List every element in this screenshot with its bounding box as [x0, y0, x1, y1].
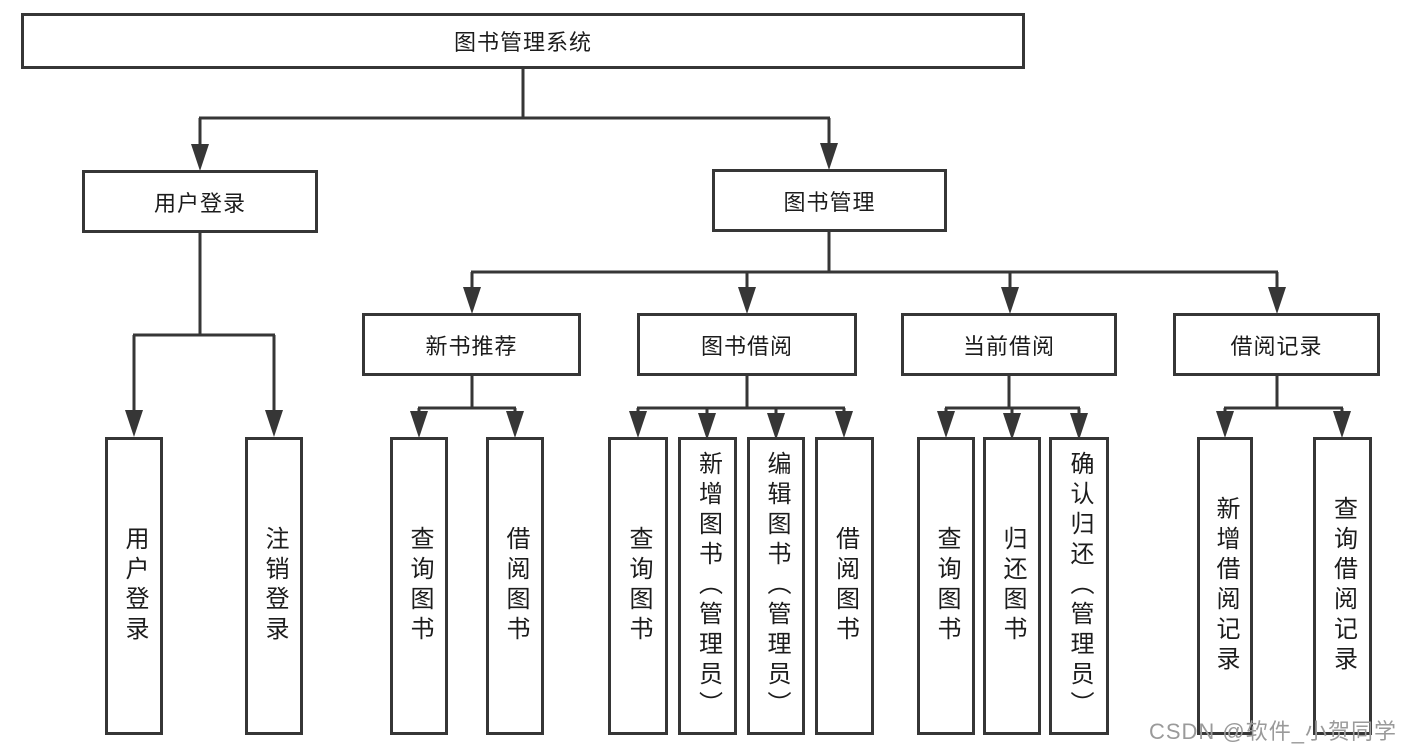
node-label: 新书推荐: [425, 333, 518, 359]
node-user-login: 用户登录: [82, 170, 318, 233]
node-label: 借阅记录: [1230, 333, 1323, 359]
node-label: 新增借阅记录: [1212, 496, 1239, 676]
node-label: 归还图书: [999, 526, 1026, 646]
leaf-current-return-books: 归还图书: [983, 437, 1041, 735]
node-book-borrowing: 图书借阅: [637, 313, 857, 376]
node-new-book-recommend: 新书推荐: [362, 313, 581, 376]
node-label: 编辑图书（管理员）: [763, 451, 790, 721]
node-book-management: 图书管理: [712, 169, 947, 232]
node-label: 用户登录: [153, 190, 246, 216]
node-borrowing-records: 借阅记录: [1173, 313, 1380, 376]
leaf-user-login: 用户登录: [105, 437, 163, 735]
node-label: 用户登录: [121, 526, 148, 646]
node-label: 查询图书: [406, 526, 433, 646]
leaf-newrec-query-books: 查询图书: [390, 437, 448, 735]
leaf-current-query-books: 查询图书: [917, 437, 975, 735]
leaf-newrec-borrow-books: 借阅图书: [486, 437, 544, 735]
node-label: 图书管理系统: [453, 30, 592, 55]
node-label: 图书管理: [783, 189, 876, 215]
csdn-watermark: CSDN @软件_小贺同学: [1148, 719, 1397, 744]
node-label: 借阅图书: [831, 526, 859, 646]
node-label: 注销登录: [261, 526, 288, 646]
leaf-current-confirm-return-admin: 确认归还（管理员）: [1049, 437, 1109, 735]
leaf-borrow-borrow-books: 借阅图书: [815, 437, 874, 735]
node-label: 新增图书（管理员）: [694, 451, 722, 721]
node-label: 查询图书: [933, 526, 960, 646]
node-label: 图书借阅: [700, 333, 793, 359]
node-library-management-system: 图书管理系统: [21, 13, 1025, 69]
leaf-records-add-record: 新增借阅记录: [1197, 437, 1253, 735]
leaf-borrow-query-books: 查询图书: [608, 437, 668, 735]
leaf-borrow-edit-books-admin: 编辑图书（管理员）: [747, 437, 805, 735]
leaf-borrow-add-books-admin: 新增图书（管理员）: [678, 437, 737, 735]
node-label: 当前借阅: [962, 333, 1055, 359]
leaf-logout: 注销登录: [245, 437, 303, 735]
leaf-records-query-record: 查询借阅记录: [1313, 437, 1372, 735]
node-label: 借阅图书: [502, 526, 529, 646]
node-label: 查询图书: [625, 526, 652, 646]
node-label: 查询借阅记录: [1329, 496, 1357, 676]
node-current-borrowing: 当前借阅: [901, 313, 1117, 376]
node-label: 确认归还（管理员）: [1066, 451, 1093, 721]
